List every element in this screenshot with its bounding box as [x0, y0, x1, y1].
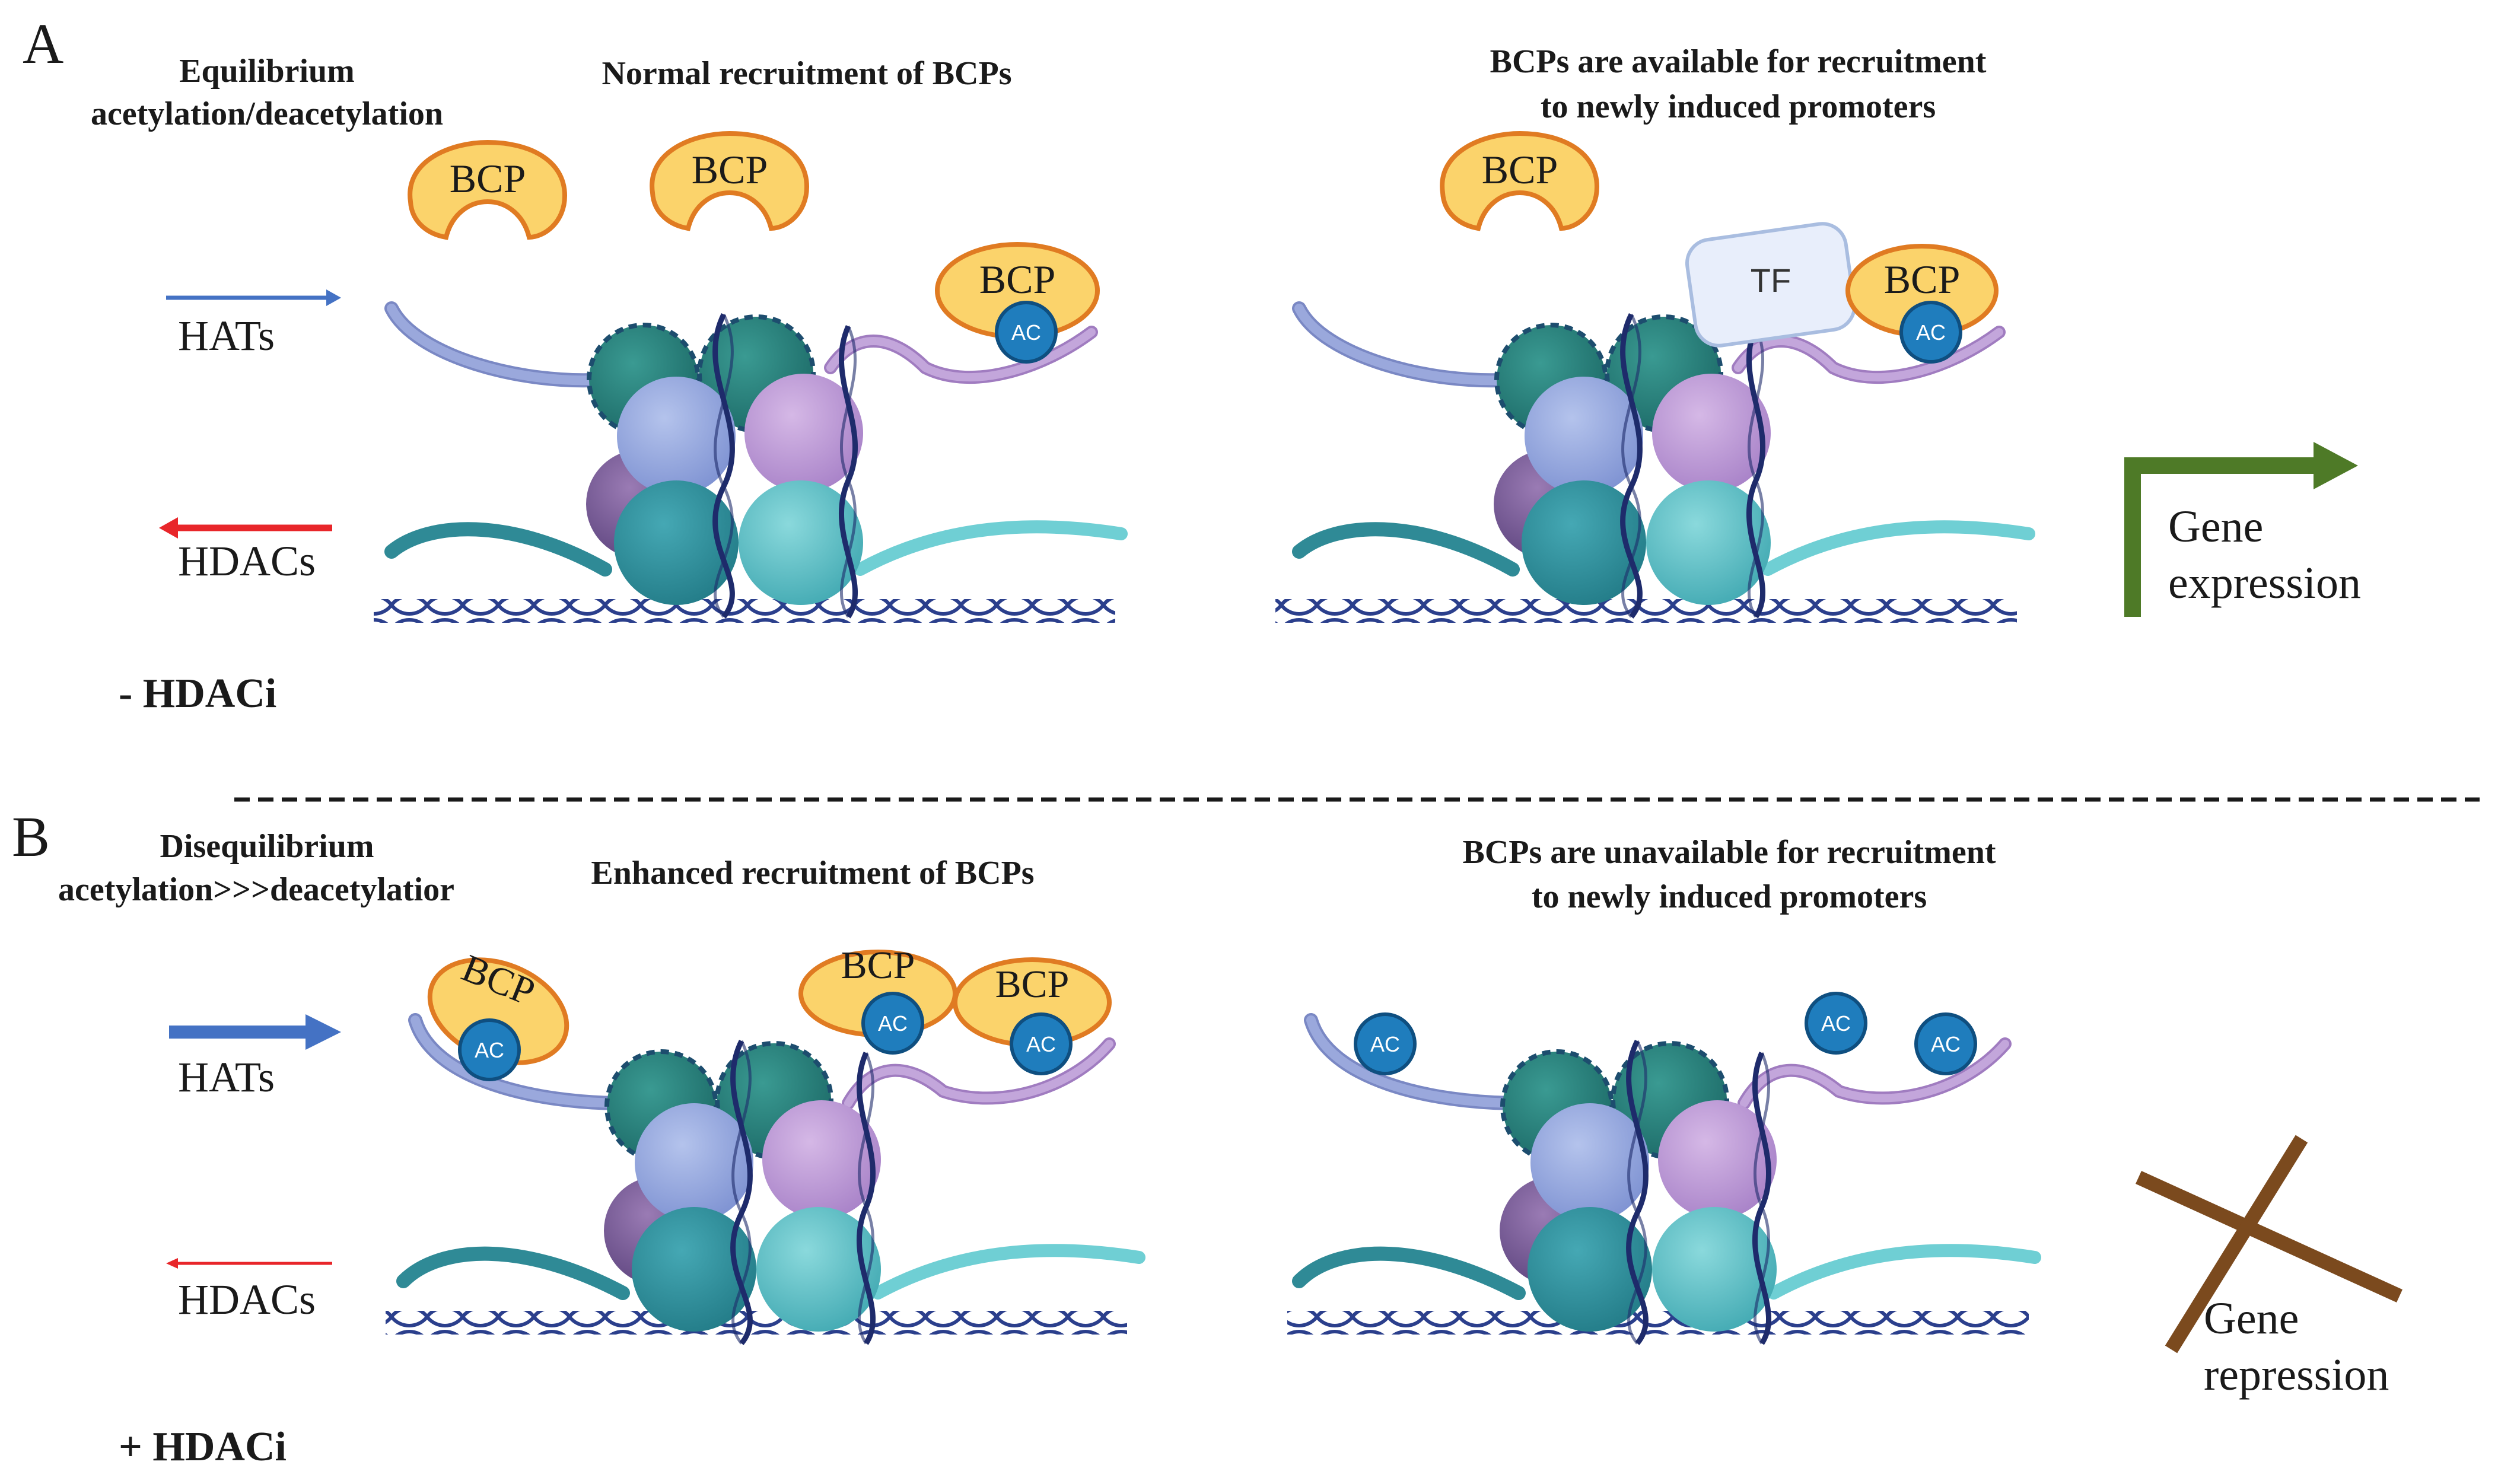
nucleosome-a-left: [374, 301, 1128, 623]
bcp-bound-b-3: [953, 957, 1112, 1075]
gene-expression-line2: expression: [2168, 558, 2362, 608]
panel-a-letter: A: [23, 12, 64, 75]
panel-a-left-heading: Normal recruitment of BCPs: [602, 55, 1012, 92]
hats-arrow-a: [166, 289, 341, 306]
bcp-free-a-3-label: BCP: [1481, 147, 1558, 192]
tf-label: TF: [1750, 262, 1791, 299]
panel-a-right-heading-line1: BCPs are available for recruitment: [1490, 43, 1987, 80]
panel-b-balance-line1: Disequilibrium: [160, 828, 374, 865]
ac-free-b-2-label: AC: [1821, 1011, 1851, 1036]
gene-repression-cross: [2136, 1135, 2402, 1354]
panel-a-right-heading-line2: to newly induced promoters: [1540, 88, 1936, 125]
ac-a-left-label: AC: [1011, 320, 1041, 345]
bcp-bound-a-right: [1845, 244, 1999, 364]
ac-free-b-3-label: AC: [1930, 1032, 1961, 1056]
panel-b-hdacs-label: HDACs: [178, 1276, 316, 1323]
ac-b-1-label: AC: [474, 1038, 504, 1062]
hats-arrow-b: [169, 1014, 341, 1050]
hdacs-arrow-a: [159, 517, 332, 539]
bcp-bound-b-2-label: BCP: [841, 944, 915, 987]
gene-expression-arrow: [2124, 442, 2358, 617]
ac-free-b-2: [1805, 992, 1867, 1055]
ac-free-b-3: [1914, 1012, 1977, 1075]
bcp-bound-a-left-label: BCP: [979, 257, 1056, 302]
tf-box: [1685, 222, 1857, 348]
bcp-bound-a-right-label: BCP: [1883, 257, 1961, 302]
bcp-bound-b-3-label: BCP: [995, 963, 1070, 1006]
panel-a-balance-line2: acetylation/deacetylation: [90, 95, 444, 132]
ac-b-3-label: AC: [1026, 1032, 1056, 1056]
panel-b-left-heading: Enhanced recruitment of BCPs: [591, 855, 1035, 891]
hdacs-arrow-b: [166, 1258, 332, 1269]
panel-b-hats-label: HATs: [178, 1053, 275, 1101]
panel-a-hats-label: HATs: [178, 312, 275, 359]
panel-b-condition: + HDACi: [119, 1424, 287, 1470]
panel-a-hdacs-label: HDACs: [178, 537, 316, 585]
bcp-free-a-2-label: BCP: [691, 147, 768, 192]
panel-b-letter: B: [12, 805, 50, 868]
panel-b-right-heading-line1: BCPs are unavailable for recruitment: [1462, 834, 1996, 871]
gene-repression-line1: Gene: [2204, 1294, 2299, 1343]
gene-repression-line2: repression: [2204, 1350, 2389, 1400]
nucleosome-b-right: [1287, 1013, 2041, 1343]
ac-free-b-1: [1354, 1012, 1417, 1075]
panel-b-balance-line2: acetylation>>>deacetylatior: [58, 871, 454, 908]
panel-a-balance-line1: Equilibrium: [179, 53, 355, 90]
ac-b-2-label: AC: [877, 1011, 908, 1036]
ac-free-b-1-label: AC: [1370, 1032, 1400, 1056]
bcp-bound-b-1: [427, 957, 569, 1081]
gene-expression-line1: Gene: [2168, 502, 2264, 552]
nucleosome-a-right: [1275, 301, 2035, 623]
nucleosome-b-left: [386, 1013, 1145, 1343]
panel-b-right-heading-line2: to newly induced promoters: [1531, 878, 1927, 915]
bcp-bound-a-left: [935, 242, 1100, 364]
bcp-free-a-1-label: BCP: [449, 156, 526, 201]
panel-a-condition: - HDACi: [119, 671, 277, 716]
ac-a-right-label: AC: [1915, 320, 1946, 345]
